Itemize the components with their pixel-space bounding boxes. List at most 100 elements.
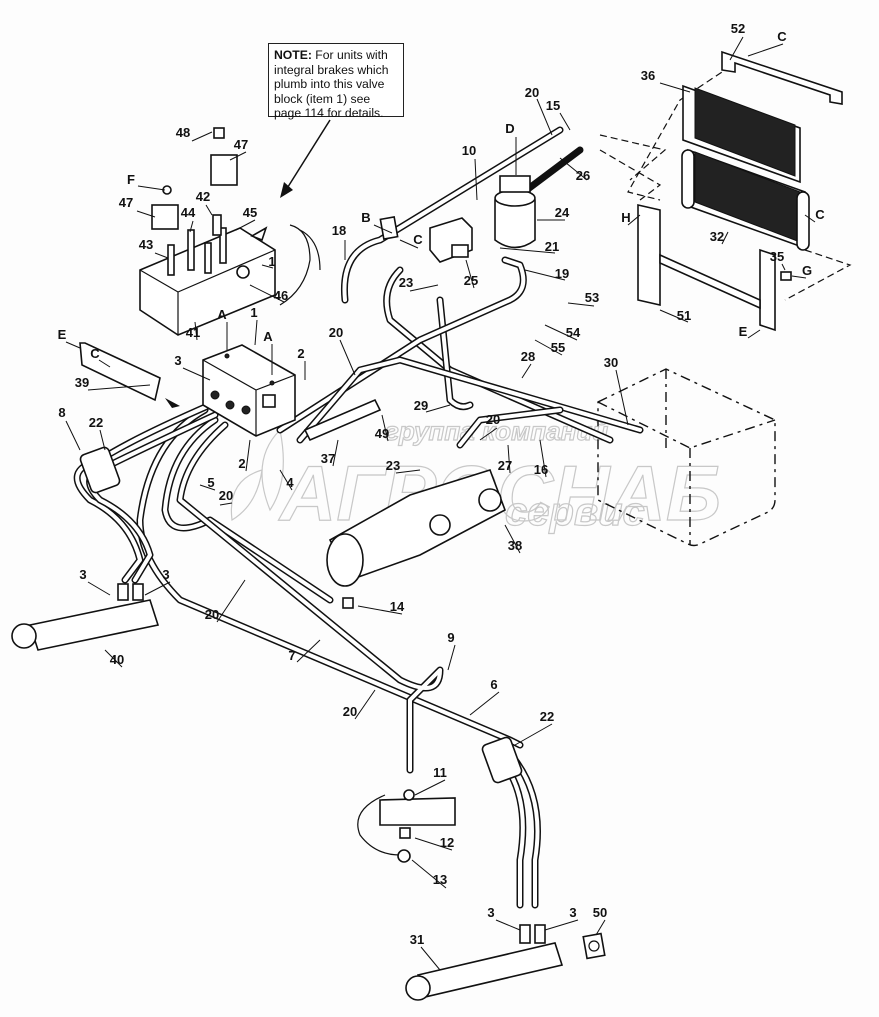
callout-c20c: 20	[486, 412, 500, 427]
bulkhead-plate-22a	[79, 446, 121, 494]
callout-c8: 8	[58, 405, 65, 420]
callout-c41: 41	[186, 325, 200, 340]
callout-c46: 46	[274, 288, 288, 303]
note-text: For units with integral brakes which plu…	[274, 48, 389, 121]
callout-c14: 14	[390, 599, 405, 614]
callout-cB: B	[361, 210, 370, 225]
watermark-leaf-icon	[230, 429, 284, 521]
callout-c40: 40	[110, 652, 124, 667]
callout-c5: 5	[207, 475, 214, 490]
callout-c24: 24	[555, 205, 570, 220]
callout-c50: 50	[593, 905, 607, 920]
callout-c55: 55	[551, 340, 565, 355]
callout-cC3: C	[413, 232, 423, 247]
callout-c23b: 23	[386, 458, 400, 473]
callout-c39: 39	[75, 375, 89, 390]
callout-c20f: 20	[343, 704, 357, 719]
callout-c18: 18	[332, 223, 346, 238]
callout-c35: 35	[770, 249, 784, 264]
callout-c36: 36	[641, 68, 655, 83]
watermark-line3: сервис	[505, 490, 645, 534]
callout-c1a: 1	[268, 254, 275, 269]
callout-c30: 30	[604, 355, 618, 370]
callout-c16: 16	[534, 462, 548, 477]
callout-c52: 52	[731, 21, 745, 36]
callout-c3c: 3	[162, 567, 169, 582]
callout-c38: 38	[508, 538, 522, 553]
callout-c47a: 47	[234, 137, 248, 152]
cylinder-40	[11, 583, 160, 651]
callout-cE1: E	[58, 327, 67, 342]
callout-c2a: 2	[297, 346, 304, 361]
callout-c43: 43	[139, 237, 153, 252]
filter-assembly	[379, 175, 536, 263]
callout-c19: 19	[555, 266, 569, 281]
callout-c22a: 22	[89, 415, 103, 430]
callout-c31: 31	[410, 932, 424, 947]
valve-block-exploded	[139, 127, 276, 336]
callout-c3e: 3	[569, 905, 576, 920]
callout-cC4: C	[90, 346, 100, 361]
callout-c6: 6	[490, 677, 497, 692]
callout-cD: D	[505, 121, 514, 136]
callout-cF: F	[127, 172, 135, 187]
callout-c12: 12	[440, 835, 454, 850]
gauge-bracket	[357, 789, 456, 863]
callout-cC1: C	[777, 29, 787, 44]
callout-c29: 29	[414, 398, 428, 413]
callout-c42: 42	[196, 189, 210, 204]
callout-c3d: 3	[487, 905, 494, 920]
callout-c44: 44	[181, 205, 196, 220]
callout-c11: 11	[433, 765, 447, 780]
callout-c25: 25	[464, 273, 478, 288]
callout-c37: 37	[321, 451, 335, 466]
callout-c7: 7	[288, 648, 295, 663]
callout-cC2: C	[815, 207, 825, 222]
callout-c23a: 23	[399, 275, 413, 290]
callout-c13: 13	[433, 872, 447, 887]
cylinder-31	[405, 924, 564, 1001]
callout-c9: 9	[447, 630, 454, 645]
callout-cH: H	[621, 210, 630, 225]
callout-c3b: 3	[79, 567, 86, 582]
callout-cA2: A	[263, 329, 273, 344]
callout-c22b: 22	[540, 709, 554, 724]
callout-c51: 51	[677, 308, 691, 323]
callout-c20a: 20	[525, 85, 539, 100]
callout-c2b: 2	[238, 456, 245, 471]
callout-c4: 4	[286, 475, 294, 490]
note-arrow-icon	[280, 182, 293, 198]
note-box: NOTE: For units with integral brakes whi…	[268, 43, 404, 121]
note-prefix: NOTE:	[274, 48, 312, 62]
hydraulic-pump	[326, 469, 506, 609]
hydraulic-tank	[597, 368, 776, 547]
callout-cA1: A	[217, 307, 227, 322]
callout-c20d: 20	[219, 488, 233, 503]
item-50	[582, 932, 606, 960]
callout-c3a: 3	[174, 353, 181, 368]
callout-c15: 15	[546, 98, 560, 113]
callout-c21: 21	[545, 239, 559, 254]
callout-c45: 45	[243, 205, 257, 220]
oil-cooler	[637, 50, 843, 332]
callout-c48: 48	[176, 125, 190, 140]
callout-c54: 54	[566, 325, 581, 340]
callout-cG: G	[802, 263, 812, 278]
callout-c47b: 47	[119, 195, 133, 210]
watermark-line2: АГРОСНАБ	[278, 449, 721, 537]
callout-c49: 49	[375, 426, 389, 441]
callout-c26: 26	[576, 168, 590, 183]
bulkhead-plate-22b	[481, 736, 523, 784]
callout-c20b: 20	[329, 325, 343, 340]
callout-c20e: 20	[205, 607, 219, 622]
cylinder-37	[303, 398, 382, 442]
leader-lines	[65, 36, 816, 971]
callout-c10: 10	[462, 143, 476, 158]
callout-c53: 53	[585, 290, 599, 305]
callout-c27: 27	[498, 458, 512, 473]
callout-c1b: 1	[250, 305, 257, 320]
callout-cE2: E	[739, 324, 748, 339]
callout-c32: 32	[710, 229, 724, 244]
